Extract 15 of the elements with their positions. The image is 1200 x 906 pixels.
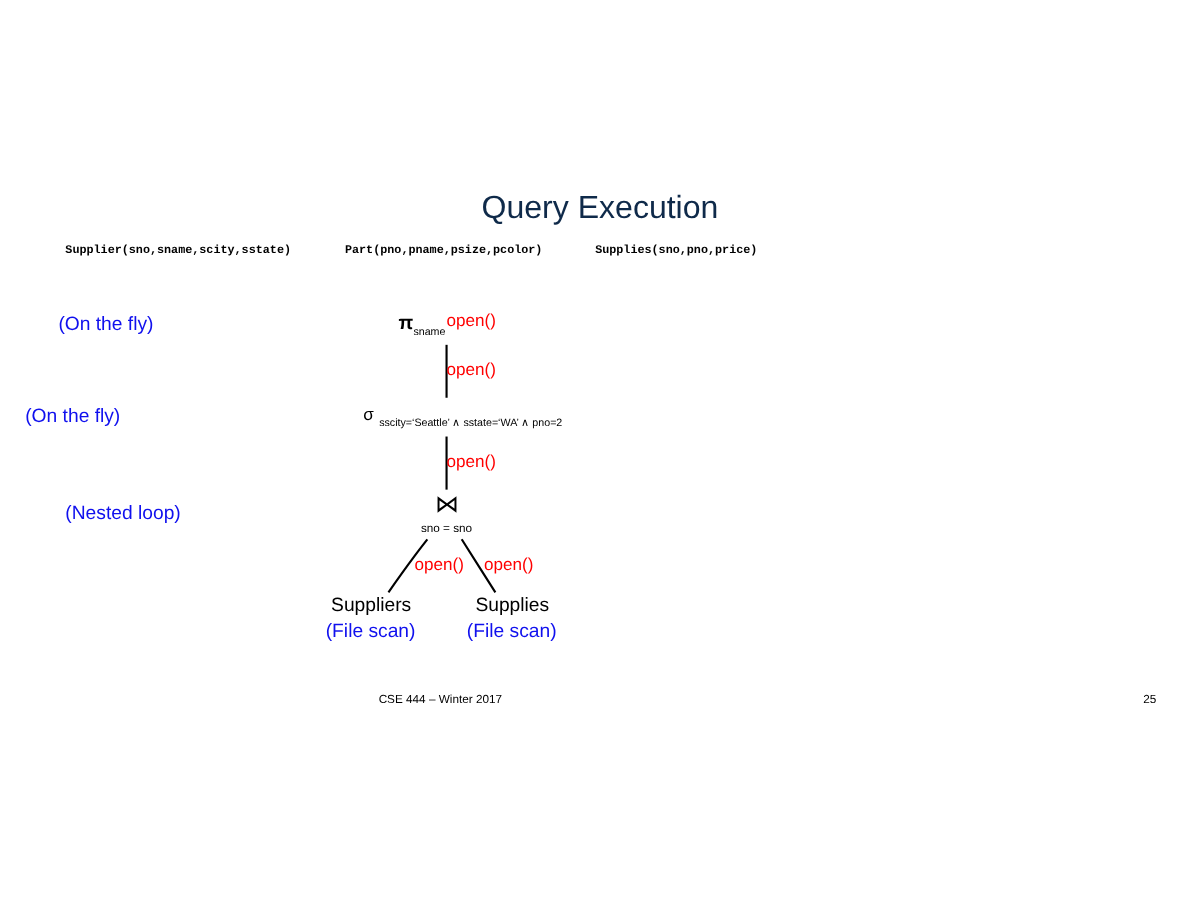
edge-label: open()	[483, 552, 534, 573]
diagram-title: Query Execution	[481, 189, 719, 226]
connector	[445, 343, 448, 397]
node-label: open()	[446, 309, 496, 329]
label: (Nested loop)	[65, 502, 181, 525]
connector	[387, 537, 429, 592]
label: (On the fly)	[25, 404, 121, 427]
node-text: Supplies (File scan)	[466, 594, 557, 642]
node-text: π$_{sname}$	[398, 311, 446, 338]
node-text: Suppliers (File scan)	[325, 594, 416, 642]
edge-label: open()	[414, 552, 464, 573]
label: (On the fly)	[58, 312, 154, 335]
connector	[445, 435, 448, 489]
connector	[460, 537, 497, 592]
node-text: σ $_{sscity=‘Seattle’ ∧ sstate=‘WA’ ∧ pno=2}$	[363, 403, 563, 430]
